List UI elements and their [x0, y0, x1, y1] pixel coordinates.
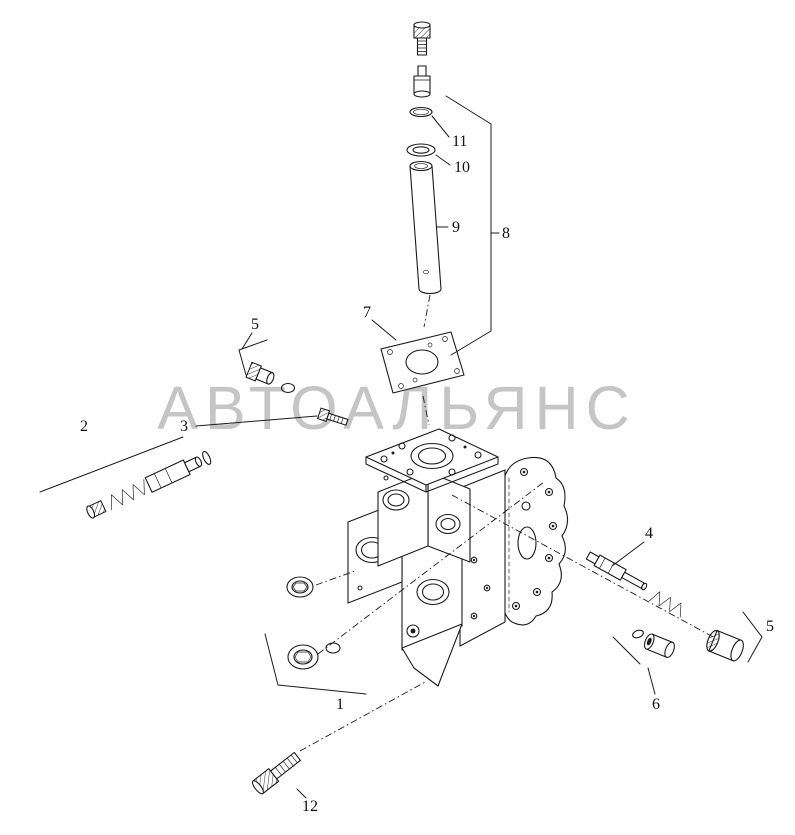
- axis-centerlines: [299, 294, 740, 752]
- o-ring-11: [409, 106, 433, 118]
- tube-9: [409, 160, 442, 295]
- seal-ring-right: [632, 629, 644, 639]
- screw-3: [316, 407, 349, 426]
- callout-label-2: 2: [80, 418, 88, 435]
- valve-2-washer: [202, 450, 212, 465]
- cap-screw-top: [413, 21, 431, 56]
- callout-label-11: 11: [452, 133, 467, 150]
- callout-label-10: 10: [454, 159, 470, 176]
- bracket-2: [39, 436, 184, 493]
- housing-upper-block: [377, 471, 471, 567]
- callout-label-5-right: 5: [766, 618, 774, 635]
- housing-bottom-wedge: [401, 623, 463, 687]
- gasket-7: [380, 331, 465, 394]
- plug-1-ring: [325, 642, 341, 654]
- bracket-6: [612, 636, 641, 665]
- plug-1-group: [287, 642, 341, 670]
- callout-label-4: 4: [645, 525, 653, 542]
- callout-label-5-left: 5: [251, 316, 259, 333]
- hex-plug: [286, 576, 314, 598]
- plug-5-left: [245, 361, 296, 394]
- callout-label-8: 8: [502, 225, 510, 242]
- plug-5-left-ring: [280, 382, 296, 394]
- seat-ring-10: [406, 143, 436, 157]
- plug-1: [287, 644, 319, 670]
- bracket-8: [445, 95, 492, 356]
- callout-label-7: 7: [363, 304, 371, 321]
- callout-label-1: 1: [336, 696, 344, 713]
- callout-label-3: 3: [180, 418, 188, 435]
- callout-label-9: 9: [452, 219, 460, 236]
- valve-stem-4: [585, 551, 648, 591]
- bracket-5-left: [238, 339, 268, 376]
- pump-housing: [347, 428, 569, 687]
- bracket-1: [264, 633, 367, 695]
- spring-right: [648, 591, 682, 618]
- housing-top-plate: [365, 428, 499, 493]
- bushing-6: [643, 633, 675, 658]
- valve-assembly-2: [86, 450, 212, 519]
- plug-5-right: [706, 629, 744, 662]
- valve-2-body: [144, 459, 191, 493]
- cap-screw-12: [251, 751, 301, 795]
- leader-lines: [39, 95, 763, 799]
- callout-label-6: 6: [652, 696, 660, 713]
- bracket-5-right: [742, 611, 763, 663]
- mounting-flange: [502, 456, 569, 626]
- callout-labels: 1 2 3 4 5 5 6 7 8 9 10 11 12: [80, 133, 774, 815]
- valve-2-spring: [110, 479, 145, 511]
- callout-label-12: 12: [302, 798, 318, 815]
- poppet-part: [413, 65, 431, 98]
